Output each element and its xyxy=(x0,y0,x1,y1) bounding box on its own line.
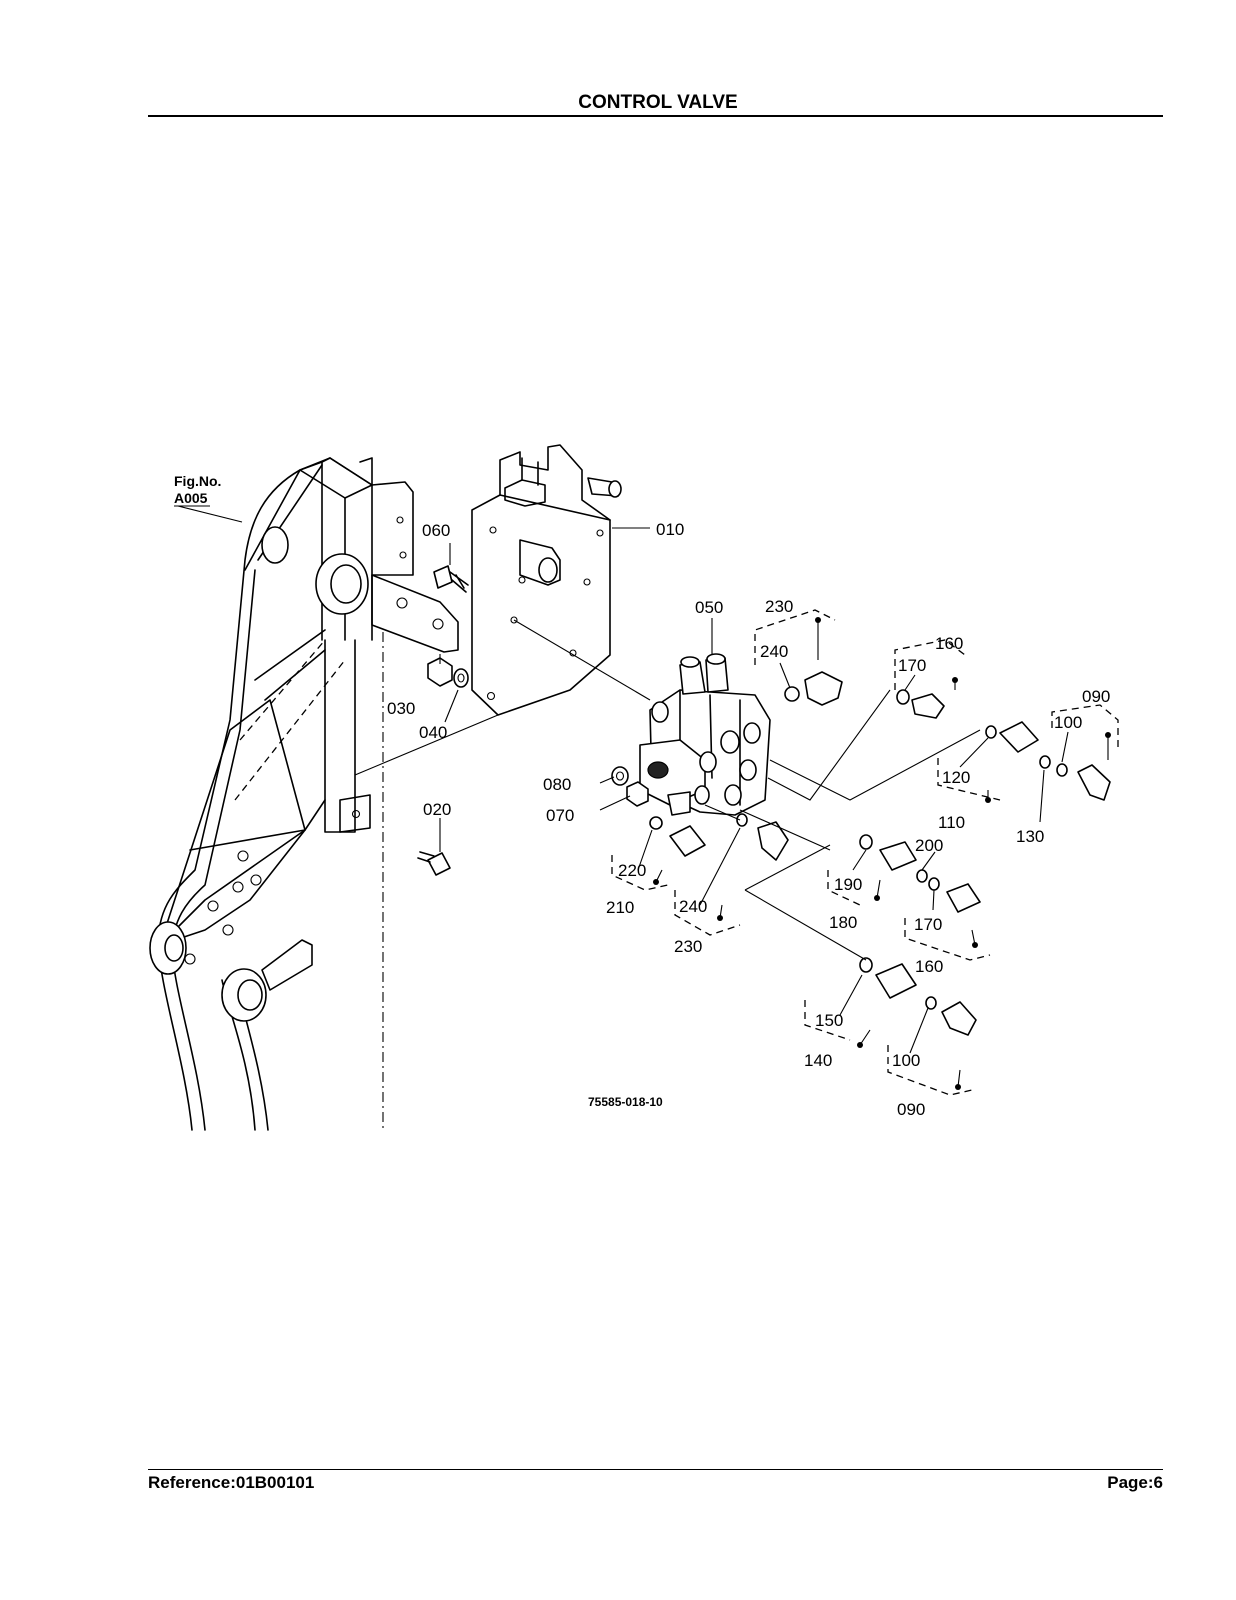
callout-060: 060 xyxy=(422,521,450,540)
fig-ref-number: A005 xyxy=(174,490,208,506)
assembly-brackets xyxy=(611,609,1119,1096)
callout-130: 130 xyxy=(1016,827,1044,846)
callout-100-upper: 100 xyxy=(1054,713,1082,732)
callout-230-lower: 230 xyxy=(674,937,702,956)
callout-120: 120 xyxy=(942,768,970,787)
callout-180: 180 xyxy=(829,913,857,932)
callout-160-upper: 160 xyxy=(935,634,963,653)
callout-160-lower: 160 xyxy=(915,957,943,976)
drawing-number: 75585-018-10 xyxy=(588,1095,663,1109)
boom-frame xyxy=(149,457,459,1131)
callout-200: 200 xyxy=(915,836,943,855)
callout-190: 190 xyxy=(834,875,862,894)
page-title: CONTROL VALVE xyxy=(578,92,738,113)
footer-rule xyxy=(148,1469,1163,1470)
callout-070: 070 xyxy=(546,806,574,825)
callout-220: 220 xyxy=(618,861,646,880)
control-valve-050 xyxy=(639,653,771,816)
connection-lines xyxy=(704,689,981,961)
callout-090-upper: 090 xyxy=(1082,687,1110,706)
callout-100-lower: 100 xyxy=(892,1051,920,1070)
fittings xyxy=(649,671,1111,1036)
callout-030: 030 xyxy=(387,699,415,718)
footer-reference: Reference:01B00101 xyxy=(148,1473,315,1492)
callout-240-upper: 240 xyxy=(760,642,788,661)
callout-170-upper: 170 xyxy=(898,656,926,675)
callout-080: 080 xyxy=(543,775,571,794)
callout-050: 050 xyxy=(695,598,723,617)
leader-lines xyxy=(177,505,1111,1090)
callout-150: 150 xyxy=(815,1011,843,1030)
callout-040: 040 xyxy=(419,723,447,742)
callout-020: 020 xyxy=(423,800,451,819)
fig-ref-label: Fig.No. xyxy=(174,473,221,489)
callout-labels: Fig.No. A005 010 020 030 040 050 060 070… xyxy=(174,473,1110,1119)
callout-240-lower: 240 xyxy=(679,897,707,916)
footer-page-number: Page:6 xyxy=(1107,1473,1163,1492)
callout-210: 210 xyxy=(606,898,634,917)
mount-plate-010 xyxy=(354,444,651,776)
callout-090-lower: 090 xyxy=(897,1100,925,1119)
callout-230-upper: 230 xyxy=(765,597,793,616)
callout-140: 140 xyxy=(804,1051,832,1070)
callout-010: 010 xyxy=(656,520,684,539)
fasteners xyxy=(417,565,649,876)
callout-170-lower: 170 xyxy=(914,915,942,934)
header-rule xyxy=(148,115,1163,117)
callout-110: 110 xyxy=(938,813,965,832)
